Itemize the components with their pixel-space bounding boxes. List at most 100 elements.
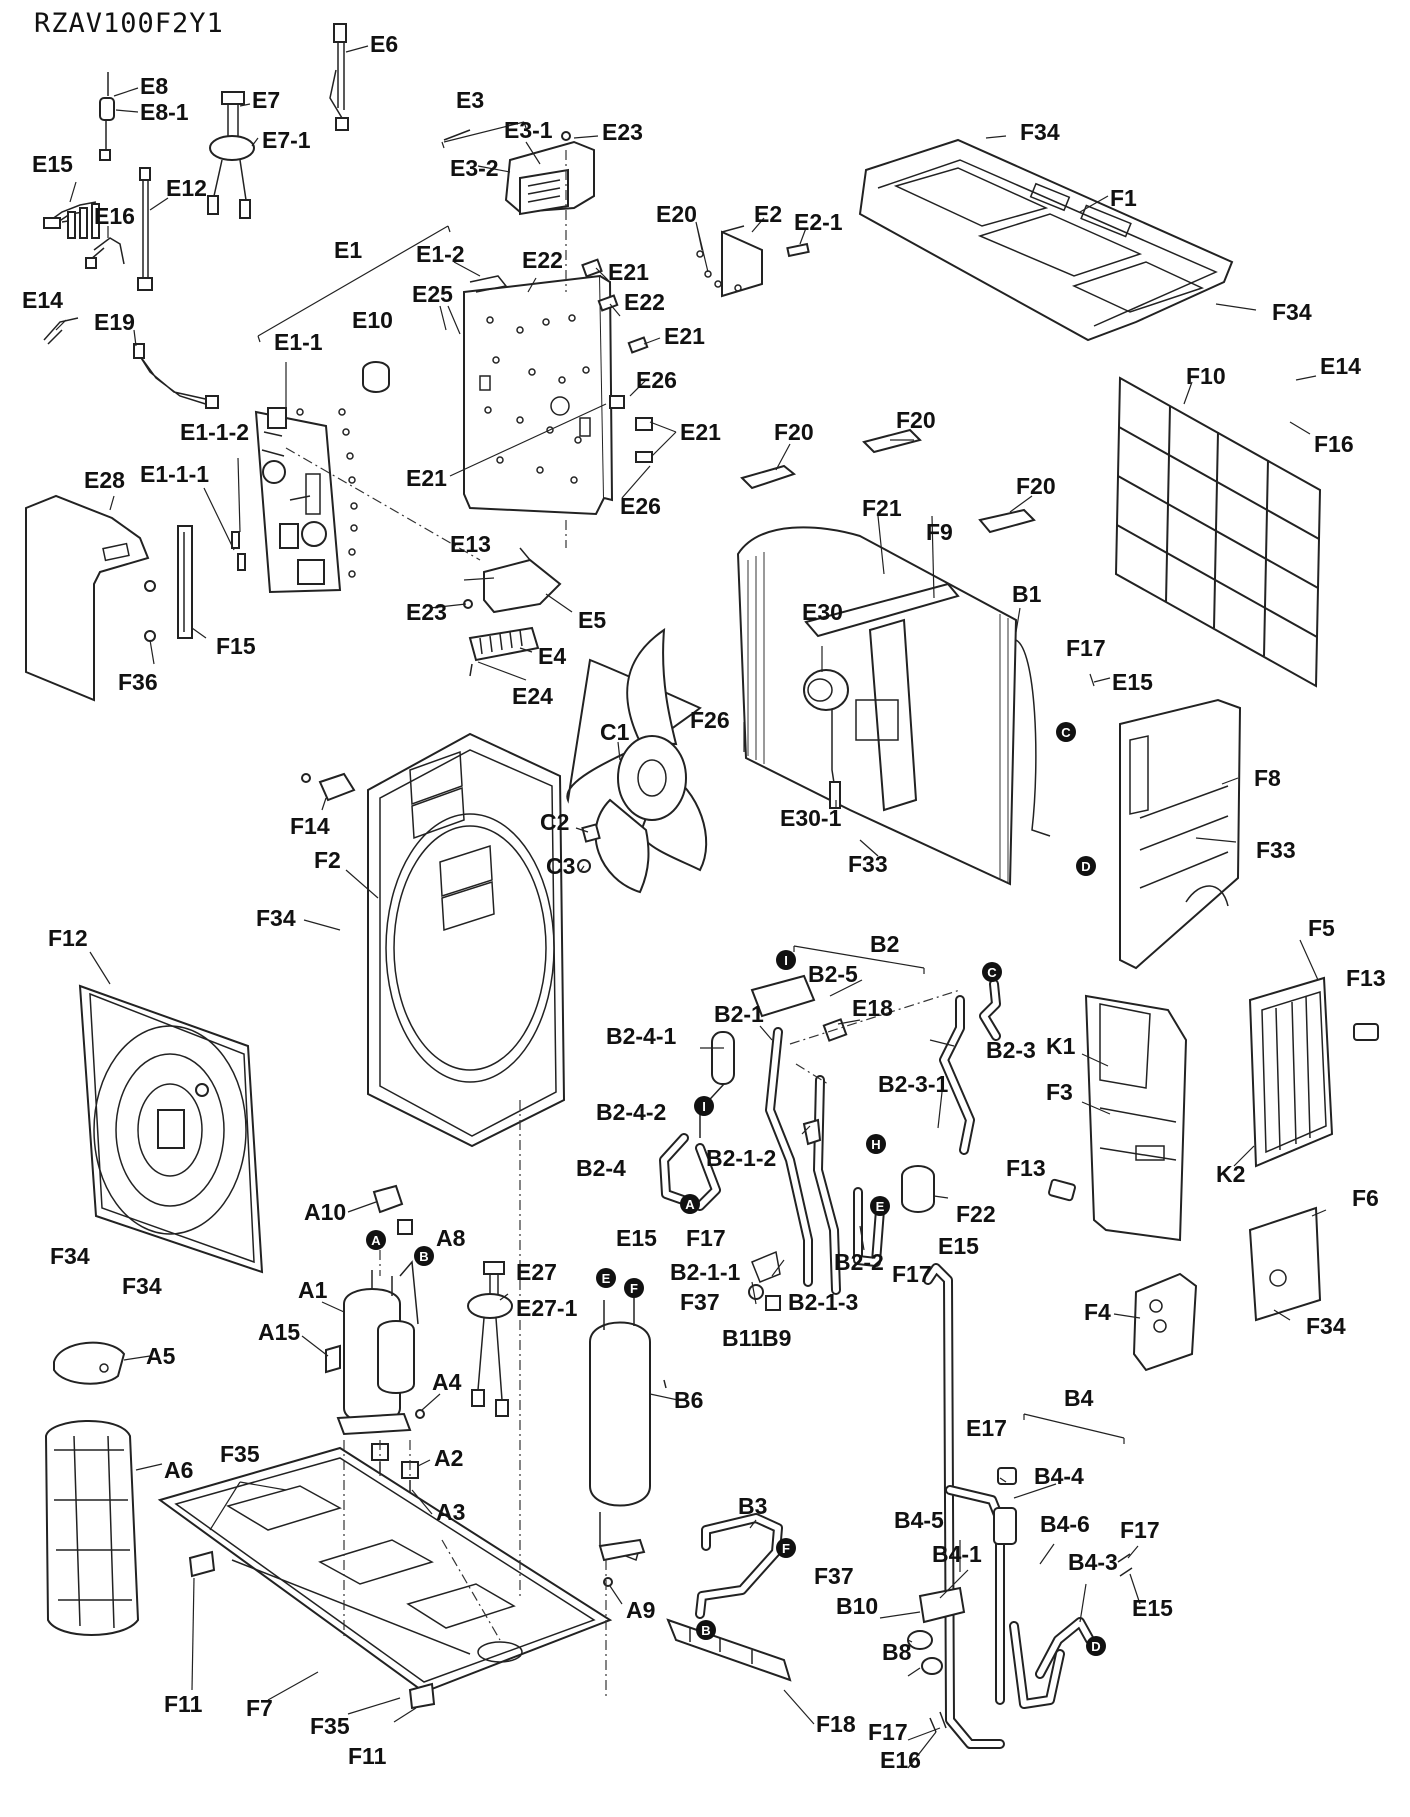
part-labels: E6 E8 E8-1 E7 E7-1 E15 E12 E16 E14 E19 E… xyxy=(22,31,1386,1773)
label-f37-b4: F37 xyxy=(814,1563,854,1589)
label-e16-top: E16 xyxy=(94,203,135,229)
label-f17-mid: F17 xyxy=(686,1225,726,1251)
part-e7 xyxy=(207,91,255,219)
part-f2-front-frame xyxy=(367,732,566,1148)
label-e8-1: E8-1 xyxy=(140,99,189,125)
label-e15-b2: E15 xyxy=(938,1233,979,1259)
label-b8: B8 xyxy=(882,1639,912,1665)
label-f9: F9 xyxy=(926,519,953,545)
svg-text:I: I xyxy=(702,1099,706,1114)
group-brackets xyxy=(257,121,1125,1444)
part-b6-accumulator xyxy=(589,1290,651,1587)
label-f14: F14 xyxy=(290,813,330,839)
part-clips xyxy=(581,258,653,463)
label-f35-bottom: F35 xyxy=(310,1713,350,1739)
label-f12: F12 xyxy=(48,925,88,951)
label-e12: E12 xyxy=(166,175,207,201)
svg-text:H: H xyxy=(871,1137,880,1152)
part-e8 xyxy=(99,72,115,161)
label-f21: F21 xyxy=(862,495,902,521)
label-f34-left: F34 xyxy=(50,1243,90,1269)
leader-lines xyxy=(55,45,1327,1769)
label-e6: E6 xyxy=(370,31,398,57)
label-f34-top: F34 xyxy=(1020,119,1060,145)
label-b4-1: B4-1 xyxy=(932,1541,982,1567)
svg-text:C: C xyxy=(1061,725,1071,740)
part-b3-pipe xyxy=(695,1513,783,1619)
label-f17-b1: F17 xyxy=(1066,635,1106,661)
label-f17-right: F17 xyxy=(1120,1517,1160,1543)
label-b2-4-2: B2-4-2 xyxy=(596,1099,666,1125)
label-e5: E5 xyxy=(578,607,606,633)
label-b3: B3 xyxy=(738,1493,767,1519)
part-b1-heat-exchanger xyxy=(736,526,1051,886)
label-f13-left: F13 xyxy=(1006,1155,1046,1181)
label-b6: B6 xyxy=(674,1387,703,1413)
label-e13: E13 xyxy=(450,531,491,557)
label-b4-5: B4-5 xyxy=(894,1507,944,1533)
label-e21-b: E21 xyxy=(664,323,705,349)
label-e1-1-1: E1-1-1 xyxy=(140,461,209,487)
label-e7: E7 xyxy=(252,87,280,113)
connector-b-marker: B xyxy=(414,1246,434,1266)
connector-c-marker-2: C xyxy=(982,962,1002,982)
label-f33-right: F33 xyxy=(1256,837,1296,863)
label-b2-3: B2-3 xyxy=(986,1037,1036,1063)
label-a6: A6 xyxy=(164,1457,193,1483)
part-f5-back-frame xyxy=(1248,976,1334,1168)
label-e14-right: E14 xyxy=(1320,353,1361,379)
connector-a-marker: A xyxy=(366,1230,386,1250)
label-f13-right: F13 xyxy=(1346,965,1386,991)
part-f6-plate xyxy=(1248,1206,1322,1322)
connector-a-marker-2: A xyxy=(680,1194,700,1214)
label-b2-1-2: B2-1-2 xyxy=(706,1145,776,1171)
label-b11: B11 xyxy=(722,1325,763,1351)
part-f1-top-panel xyxy=(858,138,1234,342)
label-f10: F10 xyxy=(1186,363,1226,389)
label-e8: E8 xyxy=(140,73,168,99)
part-f13-clips xyxy=(1048,1023,1379,1202)
part-f3-service-panel xyxy=(1084,994,1188,1242)
label-e15-bottom: E15 xyxy=(1132,1595,1173,1621)
label-e4: E4 xyxy=(538,643,566,669)
label-a15: A15 xyxy=(258,1319,300,1345)
label-e2: E2 xyxy=(754,201,782,227)
part-a6-jacket xyxy=(44,1419,140,1636)
label-b1: B1 xyxy=(1012,581,1042,607)
label-b2-5: B2-5 xyxy=(808,961,858,987)
connector-i-marker: I xyxy=(776,950,796,970)
label-a4: A4 xyxy=(432,1369,462,1395)
connector-i-marker-2: I xyxy=(694,1096,714,1116)
label-a1: A1 xyxy=(298,1277,328,1303)
part-f18-rail xyxy=(666,1618,792,1682)
label-e28: E28 xyxy=(84,467,125,493)
label-e1: E1 xyxy=(334,237,362,263)
label-a2: A2 xyxy=(434,1445,463,1471)
label-f34-right: F34 xyxy=(1272,299,1312,325)
part-a1-compressor xyxy=(336,1260,419,1436)
label-b4-6: B4-6 xyxy=(1040,1511,1090,1537)
label-c1: C1 xyxy=(600,719,630,745)
label-f26: F26 xyxy=(690,707,730,733)
label-e27: E27 xyxy=(516,1259,557,1285)
part-f4-cover xyxy=(1132,1272,1198,1372)
svg-text:E: E xyxy=(876,1199,885,1214)
label-f8: F8 xyxy=(1254,765,1281,791)
svg-text:I: I xyxy=(784,953,788,968)
part-e15-harness xyxy=(43,201,100,239)
label-a5: A5 xyxy=(146,1343,176,1369)
label-e1-2: E1-2 xyxy=(416,241,465,267)
label-b4-4: B4-4 xyxy=(1034,1463,1084,1489)
label-e22-b: E22 xyxy=(624,289,665,315)
label-b10: B10 xyxy=(836,1593,878,1619)
svg-text:E: E xyxy=(602,1271,611,1286)
label-e21-a: E21 xyxy=(608,259,649,285)
label-e23-top: E23 xyxy=(602,119,643,145)
svg-text:B: B xyxy=(701,1623,710,1638)
part-a10-a8 xyxy=(372,1184,413,1235)
label-e15-mid: E15 xyxy=(616,1225,657,1251)
svg-text:A: A xyxy=(685,1197,695,1212)
part-e1-2-plate xyxy=(463,274,614,516)
label-b2-2: B2-2 xyxy=(834,1249,884,1275)
